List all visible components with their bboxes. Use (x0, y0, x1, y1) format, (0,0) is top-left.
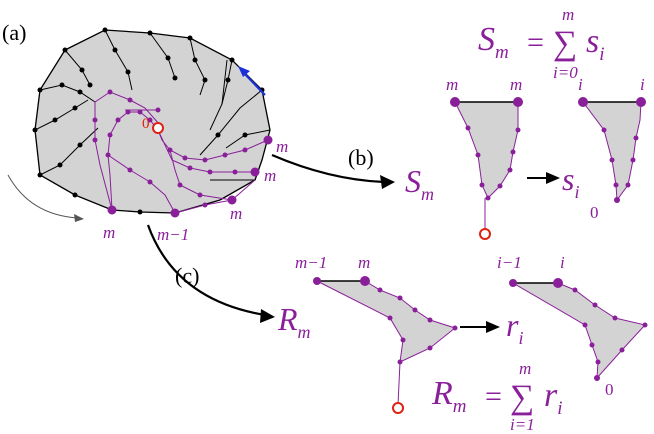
svg-text:∑: ∑ (553, 25, 577, 62)
label-i-s2: i (640, 75, 645, 94)
svg-text:=: = (527, 26, 544, 59)
label-m-S2: m (510, 75, 522, 94)
arrow-b (271, 153, 386, 184)
label-m-a3: m (230, 204, 242, 223)
panel-a-shape: 0 m m m m m−1 (7, 27, 288, 244)
label-m-a2: m (264, 166, 276, 185)
s-shape (578, 97, 646, 203)
svg-text:i=1: i=1 (510, 415, 535, 434)
svg-text:∑: ∑ (510, 379, 534, 416)
S-m-symbol: Sm (405, 163, 434, 204)
label-0-s: 0 (590, 203, 599, 222)
r-shape (509, 278, 648, 381)
gray-blob (34, 29, 271, 214)
rotation-arrow (7, 174, 79, 219)
formula-R: Rm = ∑ m i=1 ri (431, 359, 563, 434)
formula-S: Sm = ∑ m i=0 si (478, 5, 605, 82)
label-i-r: i (560, 253, 565, 272)
svg-text:i=0: i=0 (553, 63, 578, 82)
svg-text:ri: ri (544, 377, 563, 419)
label-0-r: 0 (605, 380, 614, 399)
panel-c-label: (c) (175, 263, 199, 288)
label-m1-R: m−1 (295, 253, 327, 272)
svg-text:Sm: Sm (478, 21, 509, 63)
svg-text:=: = (485, 380, 502, 413)
label-i1-r: i−1 (497, 253, 522, 272)
label-m-a1: m (276, 137, 288, 156)
svg-text:Rm: Rm (431, 375, 467, 417)
r-i-symbol: ri (506, 307, 523, 348)
R-m-symbol: Rm (277, 301, 311, 342)
zero-label-a: 0 (142, 116, 150, 132)
label-i-s1: i (578, 75, 583, 94)
svg-text:si: si (586, 23, 605, 65)
label-m1-a: m−1 (157, 225, 189, 244)
start-node-a (152, 122, 164, 134)
svg-text:m: m (519, 359, 531, 378)
arrow-c (146, 224, 266, 317)
S-shape (450, 97, 523, 240)
label-m-R: m (358, 253, 370, 272)
label-m-S1: m (446, 75, 458, 94)
blue-arrow (242, 71, 266, 96)
R-shape (313, 276, 458, 414)
svg-text:m: m (562, 5, 574, 24)
label-m-a4: m (103, 223, 115, 242)
s-i-symbol: si (562, 161, 579, 202)
panel-a-label: (a) (2, 20, 26, 45)
panel-b-label: (b) (348, 145, 374, 170)
